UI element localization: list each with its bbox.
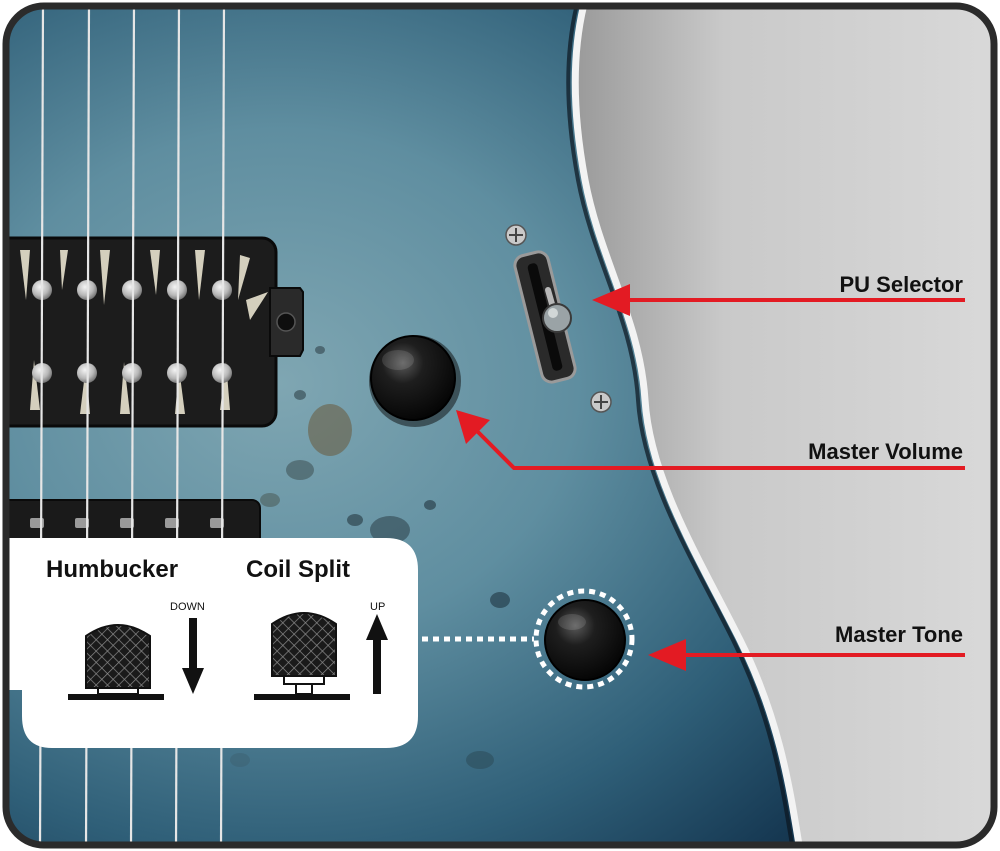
up-label: UP	[370, 601, 385, 613]
master-volume-callout-arrow	[456, 410, 965, 470]
master-tone-knob	[533, 588, 635, 690]
tone-knob-highlight-ring	[533, 588, 635, 690]
master-volume-label: Master Volume	[808, 439, 963, 464]
humbucker-title: Humbucker	[46, 556, 178, 583]
master-tone-callout-arrow	[648, 639, 965, 671]
master-volume-knob	[369, 335, 461, 427]
pickup-pole-pieces	[32, 280, 232, 383]
master-tone-label: Master Tone	[835, 622, 963, 647]
pu-selector-label: PU Selector	[840, 272, 964, 297]
coil-split-title: Coil Split	[246, 556, 350, 583]
body-edge-binding	[571, 6, 804, 845]
down-arrow-icon	[182, 618, 204, 694]
humbucker-knob-icon	[68, 624, 164, 700]
pu-selector-switch	[505, 224, 612, 413]
wood-burl-figure	[230, 346, 510, 769]
pu-selector-callout-arrow	[592, 284, 965, 316]
body-edge-background	[575, 6, 994, 845]
coil-split-panel	[6, 538, 418, 748]
up-arrow-icon	[366, 614, 388, 694]
humbucker-pickup	[6, 236, 304, 428]
coil-split-knob-icon	[254, 612, 350, 700]
down-label: DOWN	[170, 601, 205, 613]
